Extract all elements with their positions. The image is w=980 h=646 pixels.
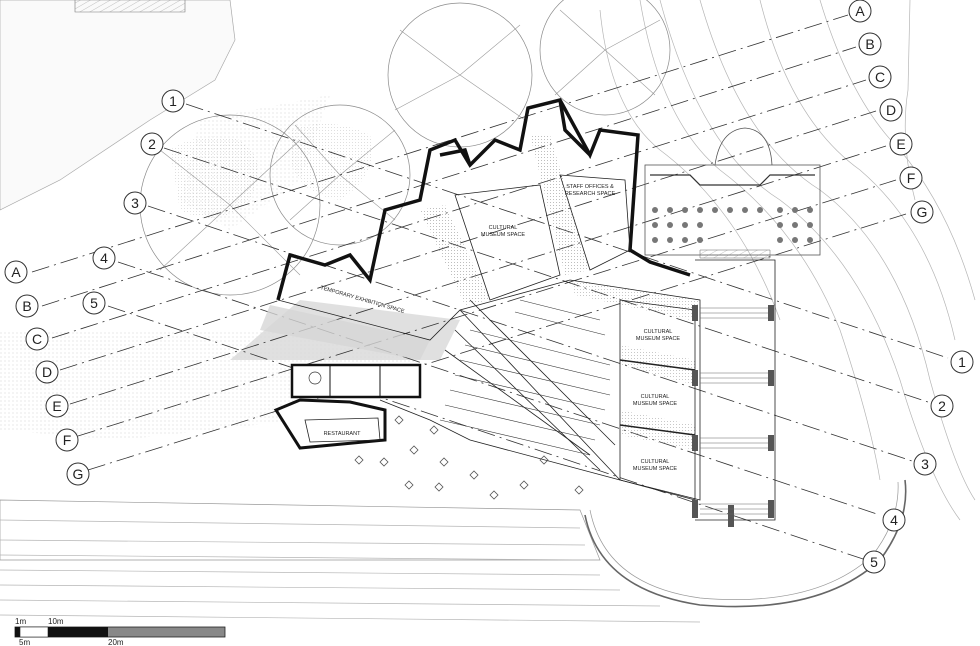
- grid-bubble-b-right: B: [858, 32, 882, 56]
- svg-text:A: A: [855, 3, 865, 19]
- grid-bubble-f-right: F: [899, 166, 923, 190]
- grid-bubble-c-right: C: [868, 65, 892, 89]
- svg-text:D: D: [886, 102, 896, 118]
- svg-text:C: C: [875, 69, 885, 85]
- room-cultural-museum-2-b: MUSEUM SPACE: [636, 336, 681, 342]
- grid-bubble-e-right: E: [889, 132, 913, 156]
- grid-bubble-e-left: E: [45, 394, 69, 418]
- grid-bubble-2-right: 2: [930, 394, 954, 418]
- grid-bubble-5-right: 5: [862, 550, 886, 574]
- room-restaurant: RESTAURANT: [324, 431, 362, 437]
- scale-label-10m: 10m: [48, 617, 64, 626]
- grid-bubble-c-left: C: [25, 327, 49, 351]
- grid-bubble-a-left: A: [4, 260, 28, 284]
- grid-bubble-f-left: F: [55, 428, 79, 452]
- grid-bubble-g-left: G: [66, 462, 90, 486]
- scale-label-1m: 1m: [15, 617, 26, 626]
- grid-bubbles-numbers-right: 1 2 3 4 5: [862, 350, 974, 574]
- grid-bubbles-letters-left: A B C D E F G: [4, 260, 90, 486]
- svg-text:F: F: [63, 432, 72, 448]
- svg-text:2: 2: [938, 398, 946, 414]
- room-cultural-museum-3-b: MUSEUM SPACE: [633, 401, 678, 407]
- grid-bubble-a-right: A: [848, 0, 872, 23]
- svg-text:B: B: [22, 298, 31, 314]
- svg-text:5: 5: [870, 554, 878, 570]
- room-cultural-museum-2-a: CULTURAL: [644, 329, 673, 335]
- svg-text:D: D: [42, 364, 52, 380]
- grid-bubble-2-left: 2: [140, 132, 164, 156]
- scale-bar: 1m 10m 5m 20m: [14, 617, 226, 646]
- grid-bubble-1-left: 1: [161, 89, 185, 113]
- grid-bubble-d-left: D: [35, 360, 59, 384]
- grid-bubble-4-left: 4: [92, 246, 116, 270]
- room-cultural-museum-4-a: CULTURAL: [641, 459, 670, 465]
- room-cultural-museum-3-a: CULTURAL: [641, 394, 670, 400]
- grid-bubble-4-right: 4: [882, 508, 906, 532]
- svg-text:A: A: [11, 264, 21, 280]
- circular-plaza: [584, 479, 907, 608]
- scale-label-20m: 20m: [108, 638, 124, 646]
- room-staff-offices-b: RESEARCH SPACE: [565, 191, 616, 197]
- svg-text:3: 3: [131, 195, 139, 211]
- svg-text:F: F: [907, 170, 916, 186]
- grid-bubble-3-right: 3: [913, 452, 937, 476]
- svg-text:5: 5: [90, 295, 98, 311]
- grid-bubble-3-left: 3: [123, 191, 147, 215]
- grid-bubble-1-right: 1: [950, 350, 974, 374]
- grid-bubble-g-right: G: [910, 200, 934, 224]
- grid-bubbles-letters-right: A B C D E F G: [848, 0, 934, 224]
- svg-text:1: 1: [169, 93, 177, 109]
- svg-text:4: 4: [890, 512, 898, 528]
- scale-label-5m: 5m: [19, 638, 30, 646]
- svg-text:E: E: [52, 398, 61, 414]
- svg-text:E: E: [896, 136, 905, 152]
- svg-text:3: 3: [921, 456, 929, 472]
- svg-text:2: 2: [148, 136, 156, 152]
- room-cultural-museum-1-a: CULTURAL: [489, 225, 518, 231]
- grid-bubble-d-right: D: [879, 98, 903, 122]
- svg-text:4: 4: [100, 250, 108, 266]
- room-cultural-museum-4-b: MUSEUM SPACE: [633, 466, 678, 472]
- trees: [139, 0, 671, 296]
- svg-text:G: G: [917, 204, 928, 220]
- svg-text:B: B: [865, 36, 874, 52]
- room-cultural-museum-1-b: MUSEUM SPACE: [481, 232, 526, 238]
- grid-bubble-5-left: 5: [82, 291, 106, 315]
- svg-text:C: C: [32, 331, 42, 347]
- grid-bubbles-numbers-left: 1 2 3 4 5: [82, 89, 185, 315]
- svg-text:G: G: [73, 466, 84, 482]
- landscape: [0, 0, 976, 623]
- room-staff-offices-a: STAFF OFFICES &: [566, 184, 614, 190]
- grid-bubble-b-left: B: [15, 294, 39, 318]
- svg-text:1: 1: [958, 354, 966, 370]
- building: [260, 97, 821, 527]
